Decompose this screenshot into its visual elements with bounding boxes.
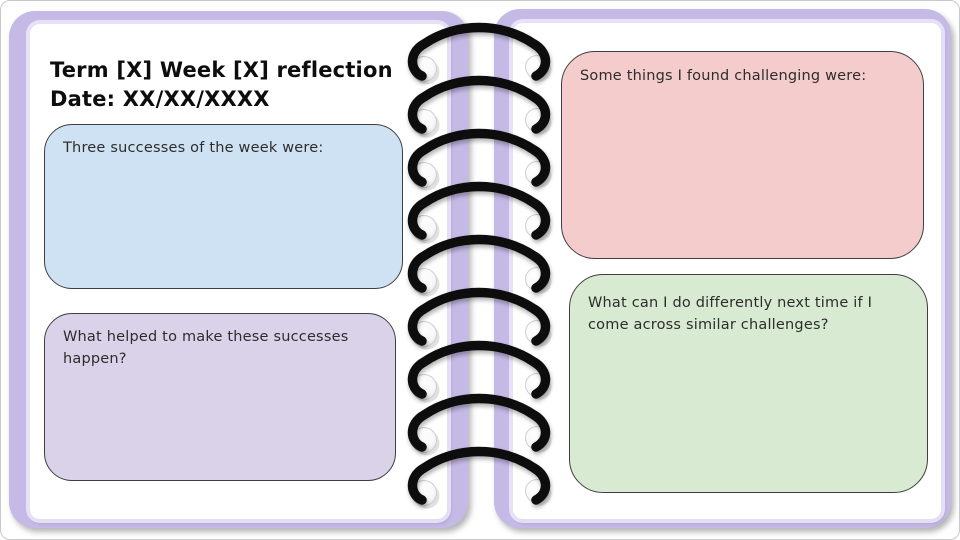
page-title: Term [X] Week [X] reflection Date: XX/XX…: [50, 56, 430, 113]
successes-box-label: Three successes of the week were:: [63, 140, 324, 156]
spiral-ring-icon: [407, 234, 552, 297]
spiral-ring-icon: [407, 340, 552, 403]
spiral-ring-icon: [407, 128, 552, 191]
page-title-line2: Date: XX/XX/XXXX: [50, 86, 270, 111]
ring-arc: [407, 340, 551, 399]
spiral-ring-icon: [407, 393, 552, 456]
spiral-ring-icon: [407, 22, 552, 85]
do-differently-box-label: What can I do differently next time if I…: [588, 295, 873, 333]
ring-arc: [407, 75, 551, 134]
spiral-ring-icon: [407, 446, 552, 509]
spiral-ring-icon: [407, 287, 552, 350]
spiral-binding: [404, 22, 554, 538]
ring-arc: [407, 287, 551, 346]
ring-arc: [407, 446, 551, 505]
ring-arc: [407, 22, 551, 81]
ring-arc: [407, 393, 551, 452]
spiral-ring-icon: [407, 75, 552, 138]
successes-box[interactable]: Three successes of the week were:: [44, 124, 403, 289]
challenges-box-label: Some things I found challenging were:: [580, 68, 867, 84]
do-differently-box[interactable]: What can I do differently next time if I…: [569, 274, 928, 493]
ring-arc: [407, 128, 551, 187]
what-helped-box[interactable]: What helped to make these successes happ…: [44, 313, 396, 481]
ring-arc: [407, 181, 551, 240]
what-helped-box-label: What helped to make these successes happ…: [63, 329, 349, 367]
challenges-box[interactable]: Some things I found challenging were:: [561, 51, 924, 259]
page-title-line1: Term [X] Week [X] reflection: [50, 58, 393, 82]
ring-arc: [407, 234, 551, 293]
spiral-ring-icon: [407, 181, 552, 244]
